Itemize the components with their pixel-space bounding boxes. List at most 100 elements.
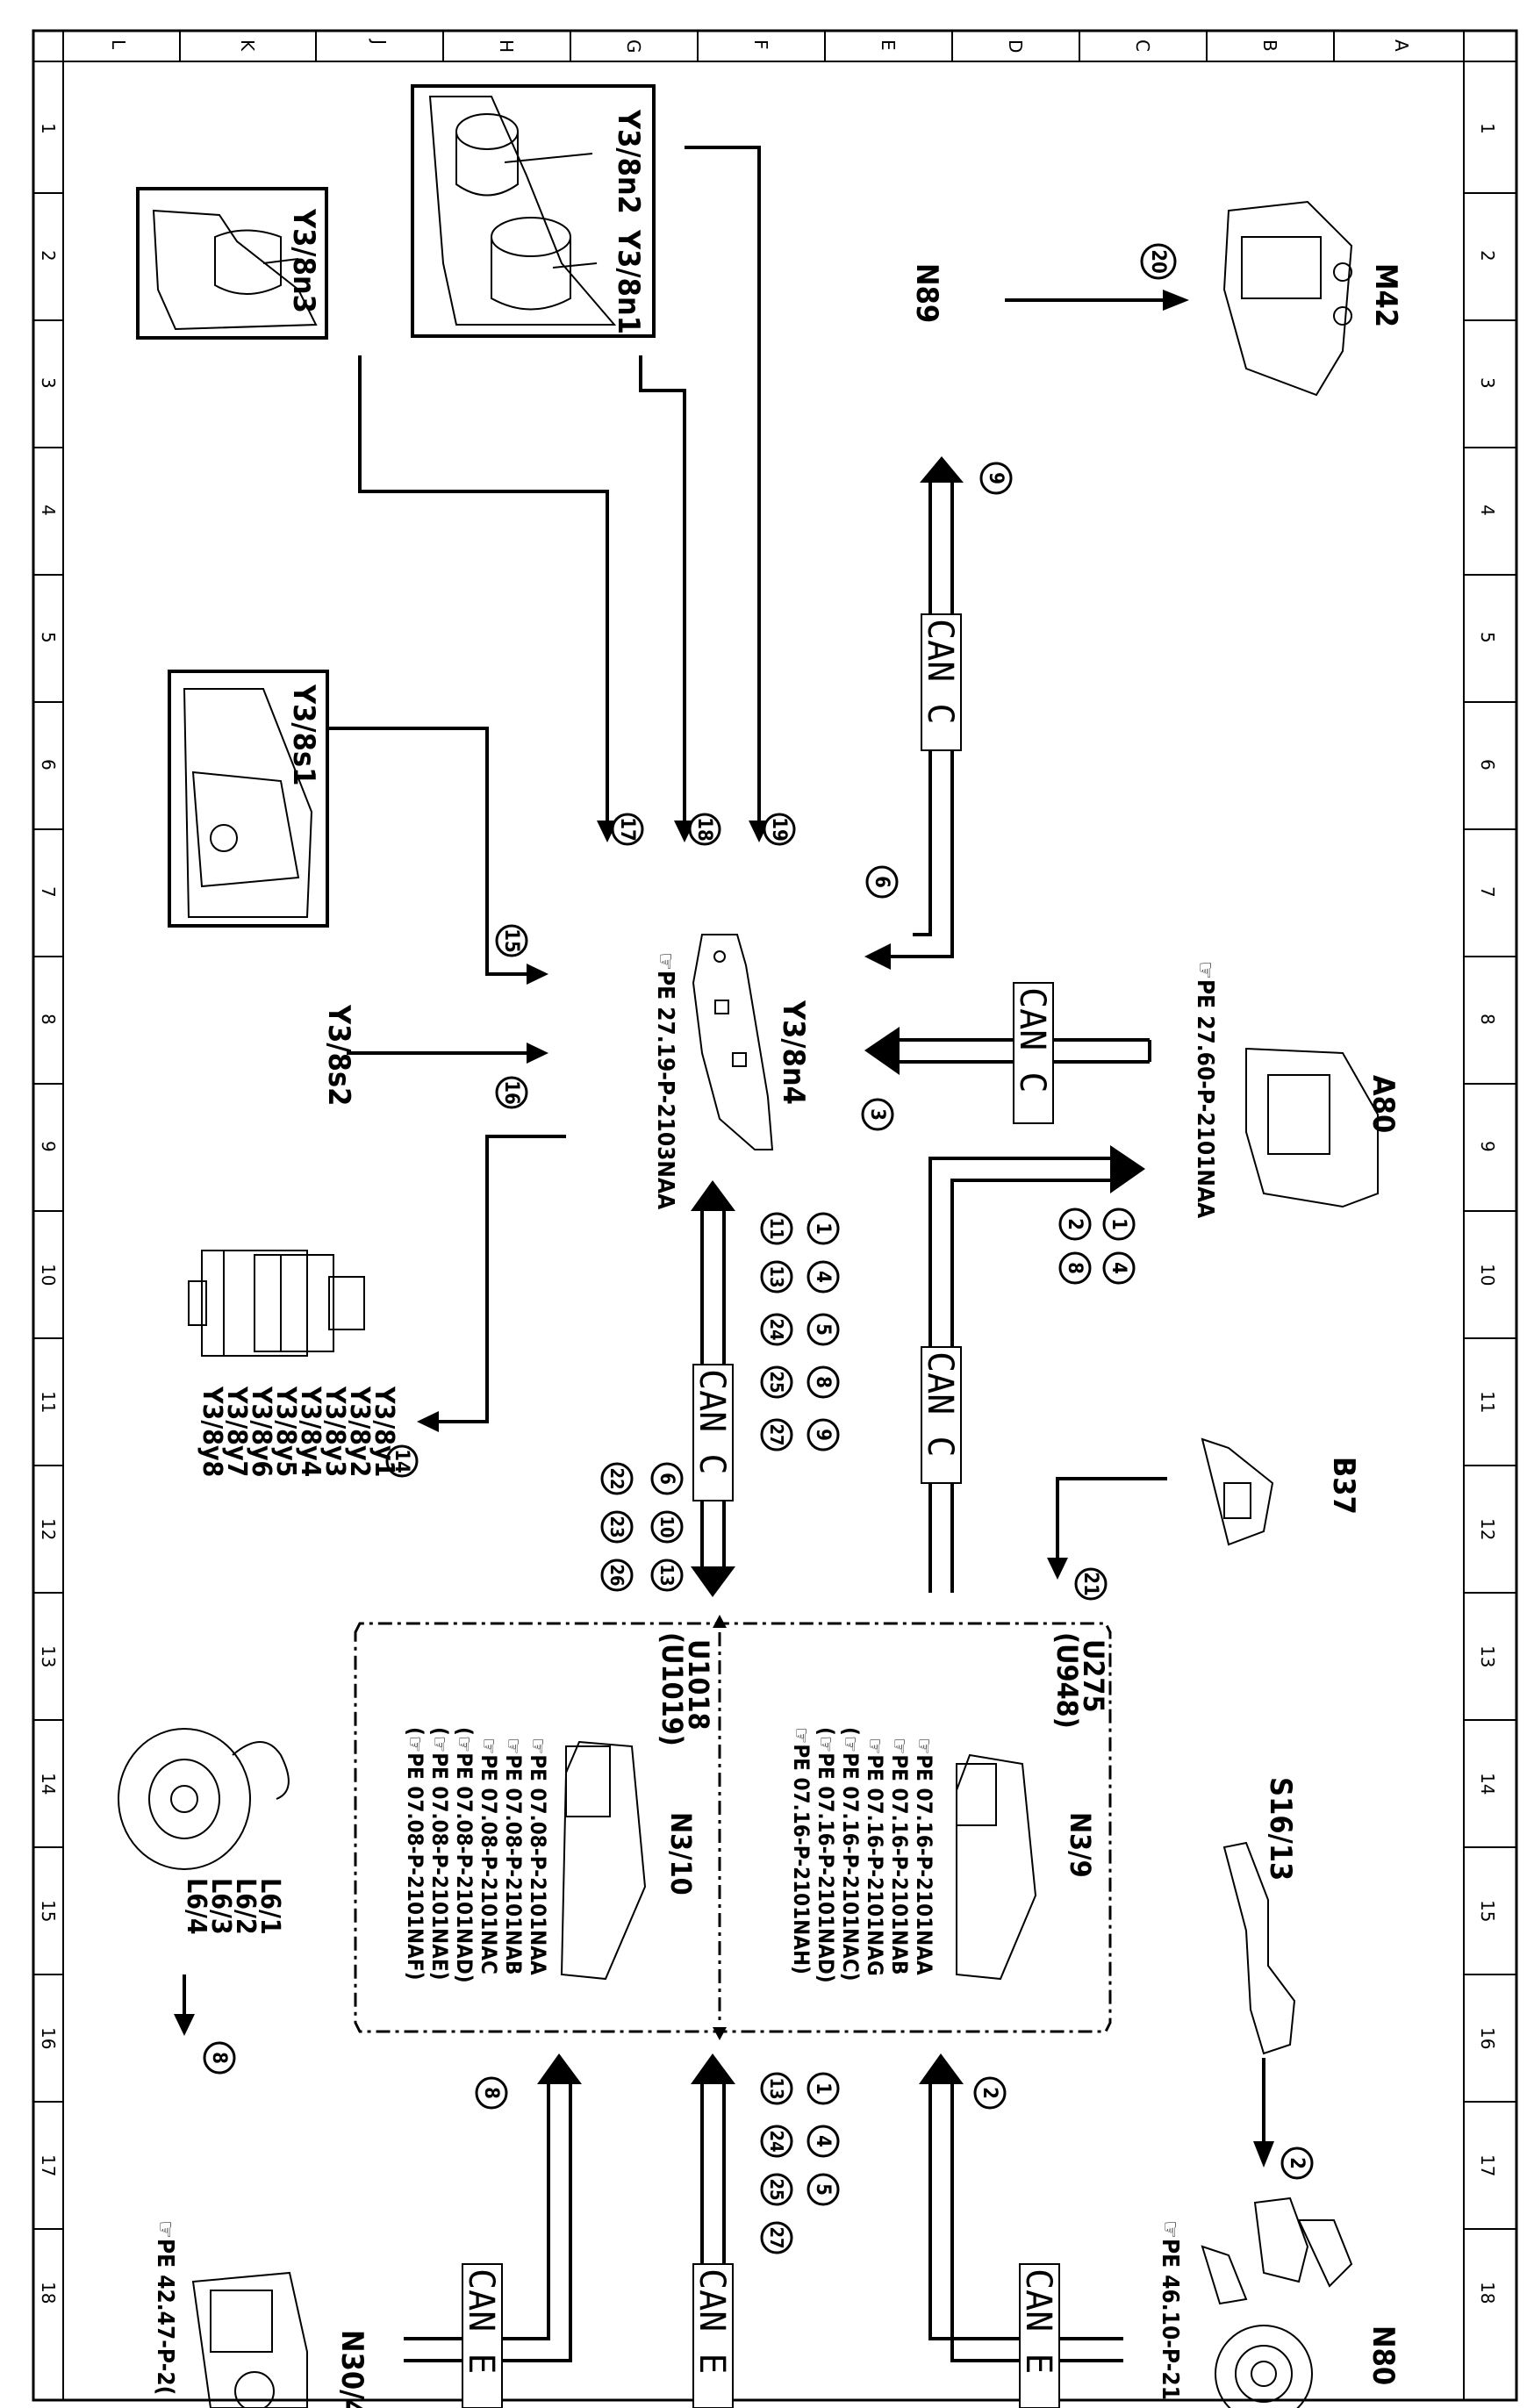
circle-8: 8 <box>480 2087 502 2099</box>
row-label: 9 <box>1477 1141 1498 1152</box>
row-label: 3 <box>1477 377 1498 389</box>
label-s16-13: S16/13 <box>1263 1777 1298 1881</box>
circle-8: 8 <box>208 2052 230 2064</box>
s16-13-shifter: S16/13 2 <box>1222 1777 1314 2180</box>
circle-24: 24 <box>766 2130 787 2152</box>
circle-8: 8 <box>1064 1262 1086 1274</box>
label-b37: B37 <box>1326 1457 1361 1515</box>
circle-18: 18 <box>693 817 715 842</box>
circle-27: 27 <box>766 2226 787 2248</box>
label-y3-8n3: Y3/8n3 <box>286 208 321 313</box>
circle-3: 3 <box>866 1108 888 1121</box>
row-label: 2 <box>1477 250 1498 262</box>
row-label: 8 <box>1477 1014 1498 1025</box>
circle-24: 24 <box>766 1318 787 1340</box>
n3-10-u2: (U1019) <box>656 1632 689 1746</box>
n3-10-name: N3/10 <box>664 1812 698 1896</box>
label-y3-8s2: Y3/8s2 <box>321 1004 356 1106</box>
col-label: J <box>369 38 390 45</box>
can-e-label: CAN E <box>692 2268 732 2374</box>
n3-9-ref: (☞PE 07.16-P-2101NAC) <box>838 1727 863 1982</box>
circle-2: 2 <box>979 2087 1000 2099</box>
solenoid-label: Y3/8y6 <box>246 1386 276 1477</box>
solenoid-label: Y3/8y3 <box>319 1386 350 1477</box>
row-label: 7 <box>1477 886 1498 898</box>
n3-9-ref: ☞PE 07.16-P-2101NAA <box>912 1738 936 1975</box>
can-c-a80: CAN C 3 <box>861 982 1151 1131</box>
label-n80: N80 <box>1366 2326 1401 2385</box>
n3-9-name: N3/9 <box>1064 1812 1097 1878</box>
can-c-center: CAN C <box>691 1180 735 1597</box>
label-m42: M42 <box>1368 263 1403 327</box>
row-label: 5 <box>38 632 59 643</box>
col-label: E <box>878 39 899 51</box>
row-label: 1 <box>1477 123 1498 134</box>
n3-9-ref: ☞PE 07.16-P-2101NAB <box>887 1738 912 1974</box>
signal-circles-top: 17 18 19 15 16 14 <box>385 813 796 1478</box>
row-label: 12 <box>1477 1518 1498 1540</box>
row-label: 11 <box>38 1391 59 1413</box>
can-c-label: CAN C <box>920 619 960 724</box>
row-label: 13 <box>1477 1645 1498 1667</box>
n80-module: ☞PE 46.10-P-21 N80 <box>1157 2197 1401 2408</box>
can-e-label: CAN E <box>461 2268 501 2374</box>
solenoid-label: Y3/8y2 <box>344 1386 375 1477</box>
label-y3-8n2: Y3/8n2 <box>611 109 646 214</box>
label-y3-8n1: Y3/8n1 <box>611 229 646 334</box>
can-c-label: CAN C <box>920 1351 960 1457</box>
row-label: 6 <box>1477 759 1498 770</box>
n3-10-ref: ☞PE 07.08-P-2101NAA <box>526 1738 550 1975</box>
col-label: B <box>1259 39 1280 52</box>
can-e-label: CAN E <box>1018 2268 1058 2374</box>
n3-10-u1: U1018 <box>682 1639 715 1731</box>
circle-26: 26 <box>606 1564 627 1586</box>
row-label: 4 <box>38 505 59 516</box>
n3-10-ref: (☞PE 07.08-P-2101NAF) <box>403 1727 427 1980</box>
n3-10-ref: (☞PE 07.08-P-2101NAE) <box>427 1727 452 1980</box>
page-frame <box>32 29 1518 2402</box>
circle-8: 8 <box>812 1376 834 1388</box>
row-label: 7 <box>38 886 59 898</box>
ref-a80: ☞PE 27.60-P-2101NAA <box>1192 961 1218 1218</box>
row-label: 10 <box>1477 1264 1498 1286</box>
col-label: A <box>1391 39 1412 52</box>
row-label: 17 <box>38 2154 59 2176</box>
row-label: 2 <box>38 250 59 262</box>
row-label: 13 <box>38 1645 59 1667</box>
col-label: L <box>108 39 129 50</box>
grid-row-labels: 1 2 3 4 5 6 7 8 9 10 11 12 13 14 15 16 1… <box>38 123 1498 2304</box>
circle-16: 16 <box>500 1080 522 1105</box>
row-label: 18 <box>1477 2282 1498 2304</box>
circle-13: 13 <box>766 1265 787 1287</box>
solenoid-label: Y3/8y5 <box>270 1386 301 1477</box>
row-label: 11 <box>1477 1391 1498 1413</box>
circle-5: 5 <box>812 2183 834 2196</box>
row-label: 14 <box>38 1773 59 1795</box>
col-label: C <box>1132 39 1153 52</box>
row-label: 10 <box>38 1264 59 1286</box>
can-c-n3-9-a80: CAN C 1 4 2 8 <box>920 1145 1145 1593</box>
can-c-upper: 9 6 CAN C <box>864 456 1013 970</box>
row-label: 9 <box>38 1141 59 1152</box>
y3-8s1-picture: Y3/8s1 <box>168 670 329 928</box>
circle-20: 20 <box>1147 249 1169 274</box>
circle-2: 2 <box>1064 1218 1086 1230</box>
col-label: F <box>750 39 771 50</box>
circle-27: 27 <box>766 1423 787 1445</box>
n3-9-u2: (U948) <box>1050 1632 1084 1729</box>
a80-module: A80 ☞PE 27.60-P-2101NAA <box>1192 961 1401 1218</box>
row-label: 18 <box>38 2282 59 2304</box>
label-a80: A80 <box>1366 1075 1401 1133</box>
circle-13: 13 <box>656 1564 677 1586</box>
n3-10-ref: ☞PE 07.08-P-2101NAC <box>477 1738 501 1974</box>
can-c-label: CAN C <box>1012 987 1052 1093</box>
circle-22: 22 <box>606 1467 627 1489</box>
n3-9-ref: (☞PE 07.16-P-2101NAD) <box>814 1727 838 1983</box>
l6-label: L6/2 <box>230 1878 261 1935</box>
circle-21: 21 <box>1079 1572 1101 1596</box>
n3-10-ref: ☞PE 07.08-P-2101NAB <box>501 1738 526 1974</box>
transmission-control-units: U1018 (U1019) N3/10 ☞PE 07.08-P-2101NAA … <box>354 1615 1112 2040</box>
solenoid-label: Y3/8y7 <box>221 1386 252 1477</box>
circle-10: 10 <box>656 1516 677 1537</box>
solenoid-label: Y3/8y8 <box>197 1386 227 1477</box>
